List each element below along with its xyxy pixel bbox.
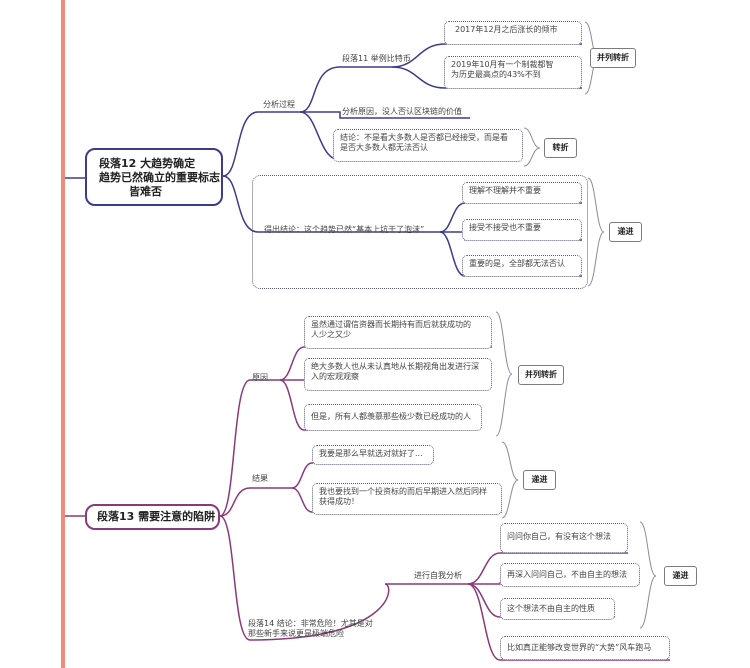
paragraph-12-line2: 趋势已然确立的重要标志 [99,171,220,184]
reason-node-2[interactable]: 绝大多数人也从未认真地从长期视角出发进行深 入的宏观观察 [304,358,492,391]
conclusion-line1: 结论：不是看大多数人是否都已经接受，而是看 [340,133,508,142]
self-node-1-text: 问问你自己，有没有这个想法 [507,532,611,541]
reason-node-1[interactable]: 虽然通过谓信资器而长期持有而后就获成功的 人少之又少 [304,316,492,349]
paragraph-14-node[interactable]: 段落14 结论：非常危险！尤其是对 那些新手来说更是极端危险 [248,619,408,643]
tag-parallel-turn-1[interactable]: 并列转折 [590,48,636,68]
self-node-2-text: 再深入问问自己，不由自主的想法 [507,570,627,579]
reason-node-2-line2: 入的宏观观察 [311,372,359,381]
derive-node-1[interactable]: 理解不理解并不重要 [462,182,582,204]
self-node-2[interactable]: 再深入问问自己，不由自主的想法 [500,563,640,587]
paragraph-12-line1: 段落12 大趋势确定 [99,157,196,170]
derive-group-frame [252,175,588,289]
result-node-2[interactable]: 我也要找到一个投资标的而后早期进入然后同样 获得成功！ [312,483,502,515]
reason-node-3[interactable]: 但是，所有人都羡慕那些极少数已经成功的人 [304,404,482,431]
derive-node-3-text: 重要的是，全部都无法否认 [469,259,565,268]
result-node-1[interactable]: 我要是那么早就选对就好了... [312,445,434,465]
self-analysis-label[interactable]: 进行自我分析 [414,571,462,580]
derive-conclusion-label[interactable]: 得出结论：这个趋势已然“基本上坑干了泡沫” [264,225,425,234]
derive-node-1-text: 理解不理解并不重要 [469,186,541,195]
reason-label[interactable]: 原因 [252,373,268,382]
result-node-2-line2: 获得成功！ [319,497,359,506]
paragraph-12-node[interactable]: 段落12 大趋势确定 趋势已然确立的重要标志 皆难否 [85,148,223,206]
extra-node-text: 比如真正能够改变世界的“大势”风车跑马 [507,643,652,652]
btc-node-2[interactable]: 2019年10月有一个制裁都智 为历史最高点的43%不到 [444,56,582,89]
extra-node[interactable]: 比如真正能够改变世界的“大势”风车跑马 [500,636,670,660]
tag-progression-1[interactable]: 递进 [609,222,642,242]
result-label[interactable]: 结果 [252,474,268,483]
sidebar-accent-bar [61,0,65,668]
reason-node-1-line2: 人少之又少 [311,330,351,339]
paragraph-13-node[interactable]: 段落13 需要注意的陷阱 [85,504,220,530]
paragraph-14-line2: 那些新手来说更是极端危险 [248,629,344,638]
paragraph-12-line3: 皆难否 [129,185,162,198]
btc-node-2-line1: 2019年10月有一个制裁都智 [451,60,554,69]
reason-node-3-text: 但是，所有人都羡慕那些极少数已经成功的人 [311,412,471,421]
btc-node-1-text: 2017年12月之后涨长的倾巿 [455,25,558,34]
analysis-process-label[interactable]: 分析过程 [263,100,295,109]
paragraph-13-title: 段落13 需要注意的陷阱 [97,510,216,523]
result-node-2-line1: 我也要找到一个投资标的而后早期进入然后同样 [319,487,487,496]
self-node-3-text: 这个想法不由自主的性质 [507,604,595,613]
conclusion-line2: 是否大多数人都无法否认 [340,143,428,152]
conclusion-node[interactable]: 结论：不是看大多数人是否都已经接受，而是看 是否大多数人都无法否认 [333,129,523,162]
tag-progression-2[interactable]: 递进 [523,470,556,490]
btc-node-2-line2: 为历史最高点的43%不到 [451,70,541,79]
derive-node-2[interactable]: 接受不接受也不重要 [462,219,582,241]
tag-parallel-turn-2[interactable]: 并列转折 [518,365,564,385]
derive-node-2-text: 接受不接受也不重要 [469,223,541,232]
self-node-1[interactable]: 问问你自己，有没有这个想法 [500,523,628,553]
paragraph-14-line1: 段落14 结论：非常危险！尤其是对 [248,619,373,628]
paragraph-11-label[interactable]: 段落11 举例比特币 [342,54,411,63]
analyze-reason-label[interactable]: 分析原因，没人否认区块链的价值 [342,107,462,116]
self-node-3[interactable]: 这个想法不由自主的性质 [500,598,615,620]
tag-progression-3[interactable]: 递进 [664,566,697,586]
reason-node-1-line1: 虽然通过谓信资器而长期持有而后就获成功的 [311,320,471,329]
btc-node-1[interactable]: 2017年12月之后涨长的倾巿 [444,21,582,45]
derive-node-3[interactable]: 重要的是，全部都无法否认 [462,255,582,277]
reason-node-2-line1: 绝大多数人也从未认真地从长期视角出发进行深 [311,362,479,371]
result-node-1-text: 我要是那么早就选对就好了... [319,449,423,458]
tag-turn[interactable]: 转折 [544,138,577,158]
